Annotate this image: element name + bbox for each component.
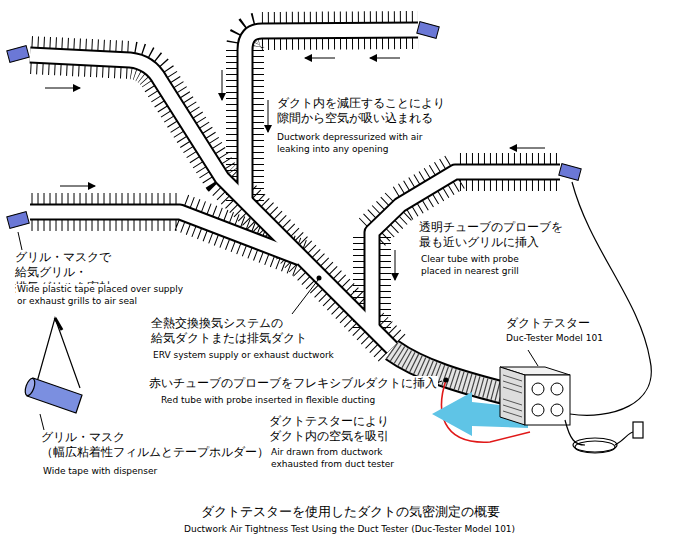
- callout-label: Duc-Tester Model 101: [505, 333, 604, 345]
- callout-label: ダクトテスターにより ダクト内の空気を吸引: [268, 414, 387, 444]
- callout-label: ERV system supply or exhaust ductwork: [152, 350, 335, 362]
- callout-label: Wide plastic tape placed over supply or …: [16, 284, 188, 307]
- leader-dot: [317, 276, 322, 281]
- callout-label: 透明チューブのプローブを 最も近いグリルに挿入: [418, 220, 560, 250]
- probe-dot: [444, 378, 449, 383]
- power-cord: [565, 420, 643, 453]
- grill-mask: [7, 22, 581, 229]
- callout-label: ダクトテスター: [505, 316, 591, 331]
- callout-label: Ductwork depressurized with air leaking …: [276, 132, 453, 155]
- callout-label: Clear tube with probe placed in nearest …: [420, 254, 537, 277]
- callout-label: Red tube with probe inserted in flexible…: [160, 395, 376, 407]
- caption-english: Ductwork Air Tightness Test Using the Du…: [183, 524, 516, 536]
- callout-label: ダクト内を減圧することにより 隙間から空気が吸い込まれる: [276, 96, 441, 126]
- caption: ダクトテスターを使用したダクトの気密測定の概要: [200, 504, 501, 521]
- callout-label: 赤いチューブのプローブをフレキシブルダクトに挿入: [148, 376, 438, 391]
- clear-tube: [570, 182, 651, 415]
- callout-label: Wide tape with dispenser: [42, 466, 158, 478]
- callout-label: Air drawn from ductwork exhausted from d…: [270, 447, 402, 470]
- duct-tester: [500, 367, 570, 425]
- callout-label: 全熱交換換気システムの 給気ダクトまたは排気ダクト: [150, 316, 304, 346]
- callout-label: グリル・マスク （幅広粘着性フィルムとテープホルダー）: [40, 430, 263, 460]
- tape-dispenser: [23, 318, 82, 413]
